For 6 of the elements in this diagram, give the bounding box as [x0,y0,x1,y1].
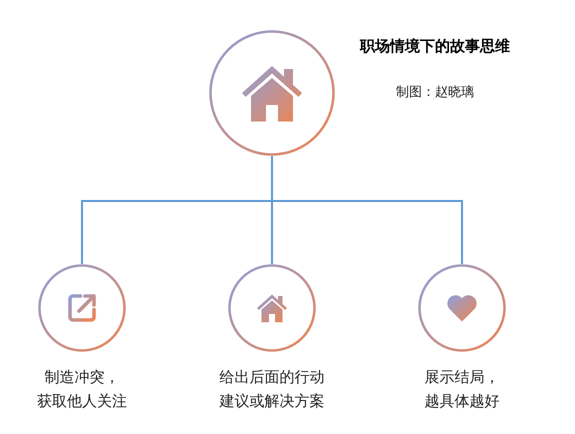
author-note: 制图：赵晓璃 [395,83,475,101]
step-text: 制造冲突，获取他人关注 [36,368,128,412]
title: 职场情境下的故事思维 [358,37,511,57]
step-text: 给出后面的行动建议或解决方案 [218,368,326,412]
connector-line [271,156,463,264]
step-text: 展示结局，越具体越好 [424,368,500,412]
